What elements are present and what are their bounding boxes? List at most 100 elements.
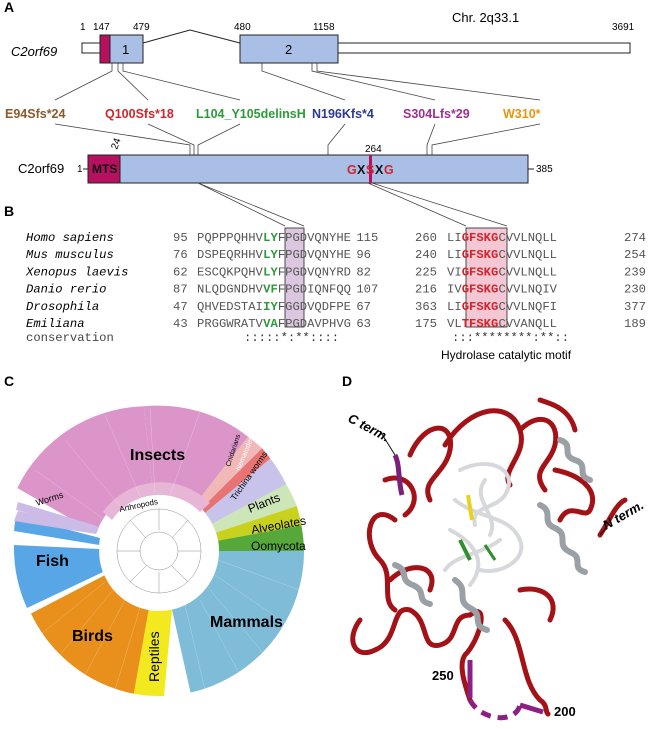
seq1-conserved: LY xyxy=(263,265,278,279)
coil-ribbon xyxy=(350,397,628,717)
clade-reptiles xyxy=(133,609,172,697)
end-pos-1: 67 xyxy=(356,300,371,314)
label-fish: Fish xyxy=(36,553,69,570)
exon2-label: 2 xyxy=(285,42,292,57)
arthropods-band xyxy=(103,482,210,520)
start-pos-2: 363 xyxy=(415,300,437,314)
label-insects: Insects xyxy=(130,447,185,464)
pos-147-label: 147 xyxy=(93,22,110,33)
end-pos-1: 63 xyxy=(356,317,371,331)
start-pos-2: 175 xyxy=(415,317,437,331)
seq1-right: FPGDVQNYRD xyxy=(278,265,351,279)
res-200-segment xyxy=(519,702,544,715)
seq2-left: LI xyxy=(447,248,462,262)
motif-x1: X xyxy=(357,163,366,177)
motif-position-label: 264 xyxy=(365,144,382,155)
n-term-leader xyxy=(599,526,608,536)
end-pos-1: 107 xyxy=(356,283,378,297)
seq1-left: DSPEQRHHV xyxy=(197,248,264,262)
seq1-conserved: LY xyxy=(263,231,278,245)
start-pos-1: 95 xyxy=(173,231,188,245)
seq2-left: IV xyxy=(447,283,462,297)
label-oomycota: Oomycota xyxy=(251,539,306,553)
variant-e94sfs: E94Sfs*24 xyxy=(5,107,66,121)
variant-w310: W310* xyxy=(503,107,541,121)
end-pos-2: 230 xyxy=(624,283,646,297)
protein-body xyxy=(119,154,529,184)
clade-worms-band xyxy=(14,511,99,534)
gene-name: C2orf69 xyxy=(11,44,57,59)
seq2-motif: GFSKG xyxy=(462,231,499,245)
end-pos-2: 274 xyxy=(624,231,646,245)
clade-mammals xyxy=(172,551,304,693)
c-term-leader xyxy=(379,430,396,456)
clade-cnidarians xyxy=(196,436,262,509)
strand-accent-green xyxy=(458,539,472,561)
chromosome-label: Chr. 2q33.1 xyxy=(452,10,519,25)
motif-g2: G xyxy=(384,163,394,177)
start-pos-1: 87 xyxy=(173,283,188,297)
end-pos-2: 239 xyxy=(624,265,646,279)
pos-3691-label: 3691 xyxy=(612,22,635,33)
intron-line xyxy=(142,29,241,44)
exon2-box xyxy=(239,34,339,64)
start-pos-1: 76 xyxy=(173,248,188,262)
helix-ribbons xyxy=(392,437,593,633)
start-pos-2: 216 xyxy=(415,283,437,297)
panel-label-a: A xyxy=(4,0,14,15)
seq1-right: FPGDVQNYHE xyxy=(278,248,351,262)
ly-highlight-box xyxy=(284,227,305,328)
panel-label-d: D xyxy=(342,373,352,389)
utr-3-box xyxy=(337,42,631,54)
gfskg-highlight-box xyxy=(465,227,508,328)
conservation-track-2: :::********:**:: xyxy=(452,331,569,345)
panel-label-c: C xyxy=(4,373,14,389)
clade-alveolates xyxy=(216,506,302,541)
seq2-right: CVVANQLL xyxy=(498,317,557,331)
utr-5-box xyxy=(81,42,102,54)
species-name: Xenopus laevis xyxy=(25,265,128,279)
clade-nematodes xyxy=(201,448,271,513)
protein-alignment-connectors xyxy=(197,182,508,227)
species-name: Emiliana xyxy=(26,317,85,331)
exon1-mts-segment xyxy=(99,34,111,64)
start-pos-1: 43 xyxy=(173,317,188,331)
variant-l104-y105delinsh: L104_Y105delinsH xyxy=(196,107,306,121)
seq1-left: ESCQKPQHV xyxy=(197,265,264,279)
start-pos-2: 240 xyxy=(415,248,437,262)
tree-leaf-texture xyxy=(34,407,301,691)
mts-domain xyxy=(87,154,121,184)
seq1-conserved: IY xyxy=(263,300,278,314)
seq1-left: PQPPPQHHV xyxy=(197,231,264,245)
protein-structure: C term. N term. 250 200 xyxy=(346,397,646,721)
motif-s: S xyxy=(366,163,374,177)
seq2-motif: GFSKG xyxy=(462,248,499,262)
seq2-motif: TFSKG xyxy=(462,317,499,331)
protein-end: 385 xyxy=(536,164,553,175)
conservation-track-1: :::::*:**:::: xyxy=(244,331,339,345)
motif-letters: G X S X G xyxy=(347,163,394,177)
end-pos-1: 82 xyxy=(356,265,371,279)
start-pos-2: 225 xyxy=(415,265,437,279)
protein-start: 1 xyxy=(77,164,83,175)
species-name: Homo sapiens xyxy=(26,231,114,245)
seq1-conserved: VA xyxy=(263,317,278,331)
conservation-label: conservation xyxy=(26,331,114,345)
motif-caption: Hydrolase catalytic motif xyxy=(441,348,572,362)
seq1-right: FGGDVQDFPE xyxy=(278,300,351,314)
end-pos-1: 96 xyxy=(356,248,371,262)
seq1-right: FPGDVQNYHE xyxy=(278,231,351,245)
c-term-label: C term. xyxy=(346,410,393,444)
label-mammals: Mammals xyxy=(210,614,283,631)
end-pos-1: 115 xyxy=(356,231,378,245)
seq1-right: FPGDIQNFQQ xyxy=(278,283,351,297)
mts-end-label: 24 xyxy=(109,136,123,151)
end-pos-2: 189 xyxy=(624,317,646,331)
phylogenetic-tree: Insects Cnidarians Nematodes Trichina wo… xyxy=(13,405,307,697)
res-200-label: 200 xyxy=(554,704,576,719)
